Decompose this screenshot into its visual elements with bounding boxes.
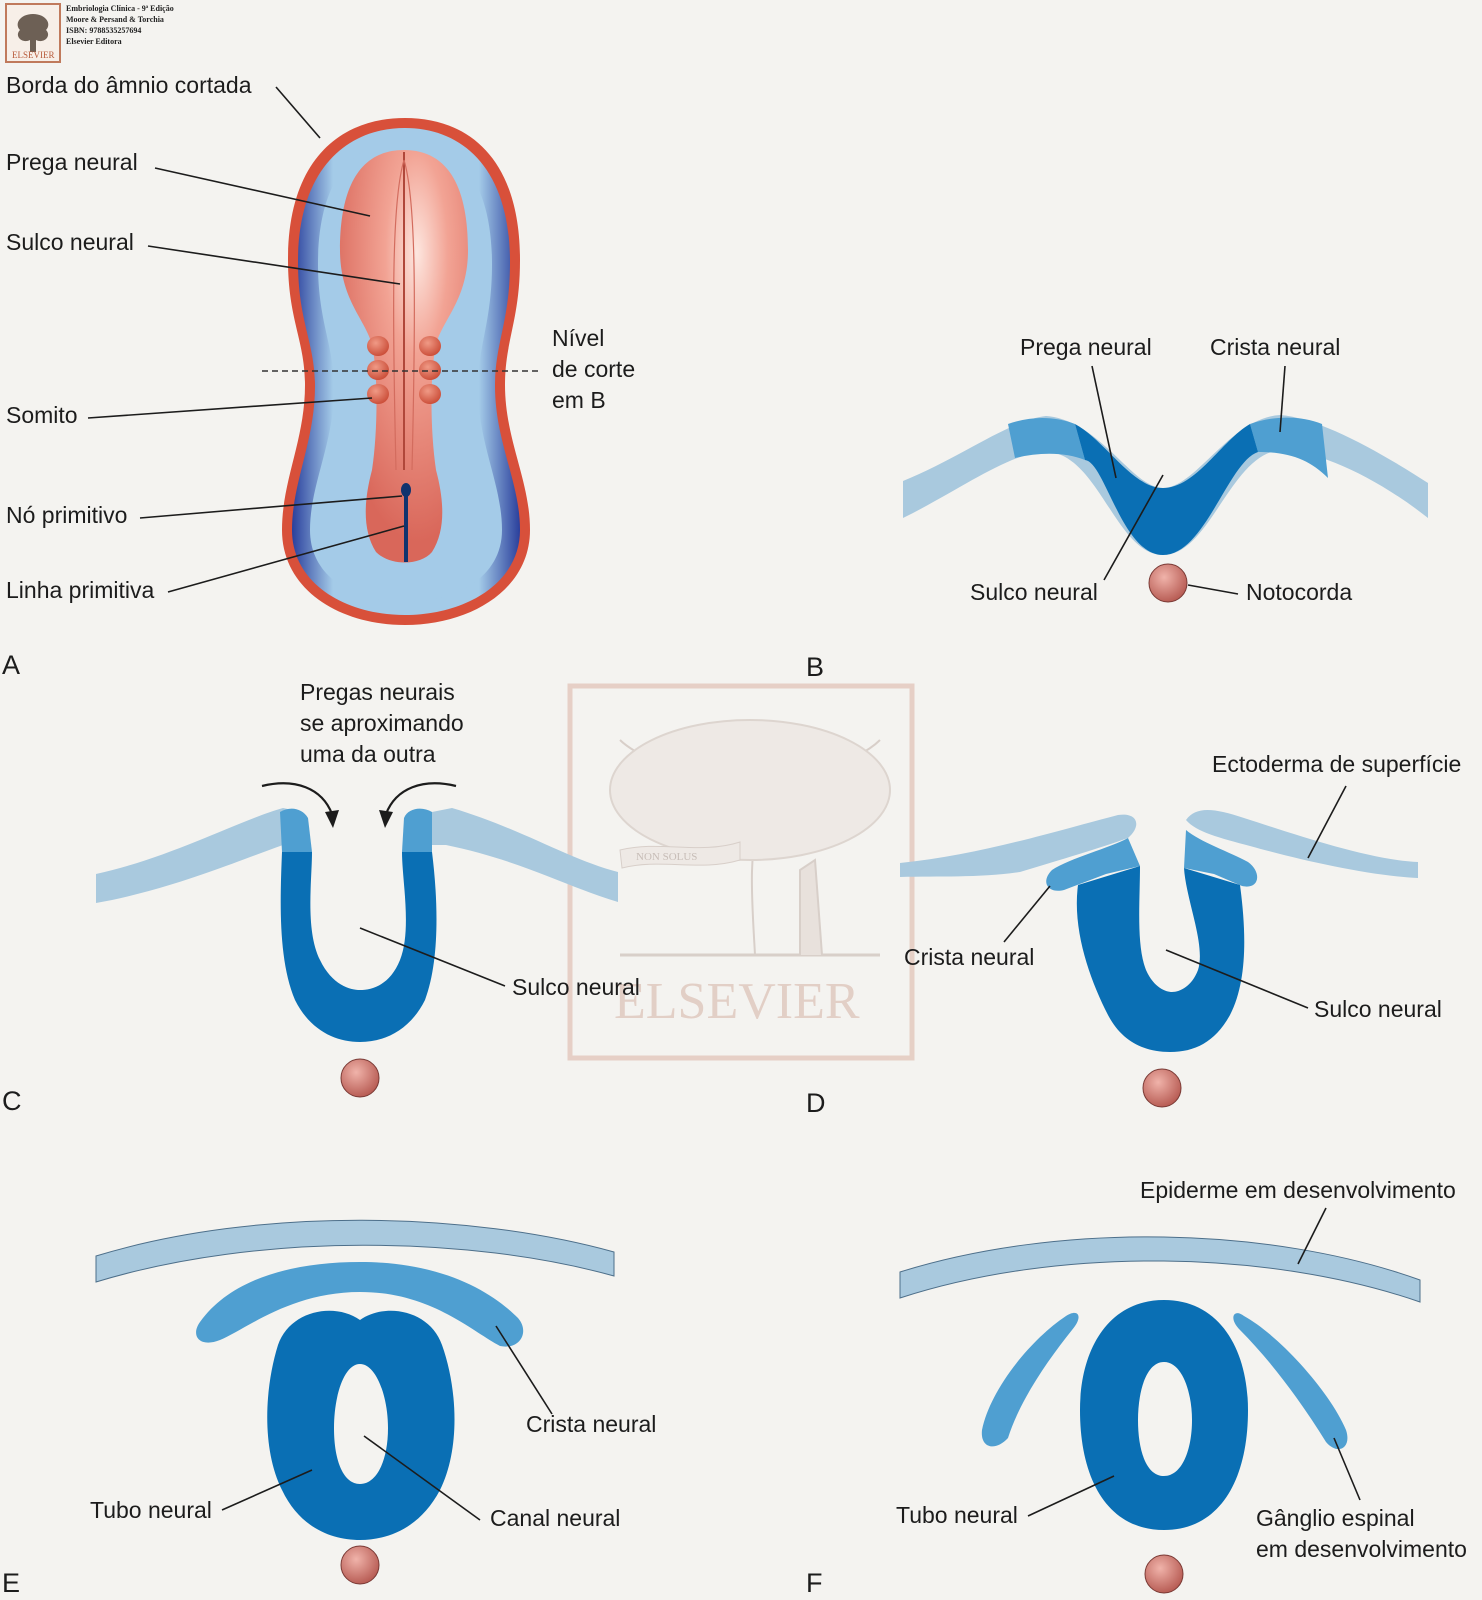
- panel-letter-c: C: [2, 1086, 22, 1116]
- panel-letter-f: F: [806, 1568, 823, 1598]
- ectoderm-c-left: [96, 808, 308, 903]
- label-approaching-1: Pregas neurais: [300, 679, 455, 705]
- panel-letter-a: A: [2, 650, 20, 680]
- panel-letter-d: D: [806, 1088, 826, 1118]
- header-line-4: Elsevier Editora: [66, 37, 122, 46]
- notochord-d: [1142, 1068, 1182, 1108]
- neural-tube-f: [1080, 1300, 1248, 1530]
- label-neural-crest-b: Crista neural: [1210, 334, 1340, 360]
- label-neural-groove-a: Sulco neural: [6, 229, 134, 255]
- label-section-level-3: em B: [552, 387, 606, 413]
- notochord-c: [340, 1058, 380, 1098]
- label-neural-groove-c: Sulco neural: [512, 974, 640, 1000]
- header-line-1: Embriologia Clínica - 9ª Edição: [66, 4, 174, 13]
- elsevier-watermark: NON SOLUS ELSEVIER: [567, 683, 915, 1061]
- panel-c: Pregas neurais se aproximando uma da out…: [2, 679, 640, 1116]
- watermark-motto: NON SOLUS: [636, 851, 697, 863]
- label-approaching-2: se aproximando: [300, 710, 464, 736]
- ectoderm-d-left: [900, 814, 1137, 877]
- neural-plate-c: [280, 852, 437, 1042]
- neural-crest-b-left: [1008, 418, 1085, 460]
- neural-crest-d-right: [1184, 830, 1258, 887]
- spinal-ganglion-right: [1233, 1313, 1348, 1450]
- panel-letter-e: E: [2, 1568, 20, 1598]
- label-neural-tube-e: Tubo neural: [90, 1497, 212, 1523]
- neural-fold-edges: [393, 159, 415, 471]
- header-line-2: Moore & Persand & Torchia: [66, 15, 164, 24]
- logo-wordmark: ELSEVIER: [12, 50, 55, 60]
- label-neural-groove-d: Sulco neural: [1314, 996, 1442, 1022]
- neural-plate-d: [1076, 866, 1245, 1052]
- label-surface-ectoderm: Ectoderma de superfície: [1212, 751, 1461, 777]
- publisher-header: ELSEVIER Embriologia Clínica - 9ª Edição…: [5, 3, 174, 63]
- label-section-level-2: de corte: [552, 356, 635, 382]
- neural-crest-e: [196, 1262, 524, 1347]
- watermark-word: ELSEVIER: [614, 973, 860, 1030]
- label-approaching-3: uma da outra: [300, 741, 436, 767]
- panel-e: Crista neural Tubo neural Canal neural E: [2, 1219, 656, 1598]
- panel-b: Prega neural Crista neural Sulco neural …: [806, 334, 1428, 682]
- label-primitive-streak: Linha primitiva: [6, 577, 154, 603]
- label-neural-canal: Canal neural: [490, 1505, 620, 1531]
- label-neural-crest-d: Crista neural: [904, 944, 1034, 970]
- ectoderm-d-right: [1186, 810, 1418, 878]
- neural-crest-d-left: [1046, 838, 1140, 891]
- label-spinal-ganglion-2: em desenvolvimento: [1256, 1536, 1467, 1562]
- neural-crest-b-right: [1250, 417, 1328, 478]
- epidermis-e: [95, 1219, 615, 1283]
- label-neural-crest-e: Crista neural: [526, 1411, 656, 1437]
- panel-a: Borda do âmnio cortada Prega neural Sulc…: [2, 72, 635, 680]
- notochord-f: [1144, 1554, 1184, 1594]
- watermark-ribbon: [619, 841, 741, 869]
- neural-tube-e: [267, 1310, 455, 1540]
- epidermis-f: [899, 1236, 1421, 1303]
- label-somite: Somito: [6, 402, 78, 428]
- label-epidermis: Epiderme em desenvolvimento: [1140, 1177, 1456, 1203]
- arrow-left-icon: [261, 782, 334, 815]
- primitive-node: [401, 483, 411, 497]
- label-neural-tube-f: Tubo neural: [896, 1502, 1018, 1528]
- panel-letter-b: B: [806, 652, 824, 682]
- tree-icon: [17, 14, 49, 52]
- ectoderm-c-right: [430, 808, 618, 902]
- label-spinal-ganglion-1: Gânglio espinal: [1256, 1505, 1415, 1531]
- label-primitive-node: Nó primitivo: [6, 502, 127, 528]
- label-neural-fold-b: Prega neural: [1020, 334, 1152, 360]
- label-neural-fold-a: Prega neural: [6, 149, 138, 175]
- neural-crest-c-left: [280, 808, 312, 852]
- panel-f: Epiderme em desenvolvimento Tubo neural …: [806, 1177, 1467, 1598]
- panel-d: Ectoderma de superfície Crista neural Su…: [806, 751, 1461, 1118]
- watermark-tree-icon: [609, 719, 891, 957]
- header-line-3: ISBN: 9788535257694: [66, 26, 141, 35]
- label-notochord: Notocorda: [1246, 579, 1352, 605]
- notochord-e: [340, 1545, 380, 1585]
- neural-plate-b: [1075, 424, 1258, 555]
- label-amnion-edge: Borda do âmnio cortada: [6, 72, 252, 98]
- somites: [367, 336, 441, 404]
- arrow-right-icon: [384, 782, 457, 815]
- label-neural-groove-b: Sulco neural: [970, 579, 1098, 605]
- label-section-level-1: Nível: [552, 325, 604, 351]
- notochord-b: [1148, 563, 1188, 603]
- spinal-ganglion-left: [981, 1312, 1079, 1447]
- neural-crest-c-right: [402, 808, 432, 852]
